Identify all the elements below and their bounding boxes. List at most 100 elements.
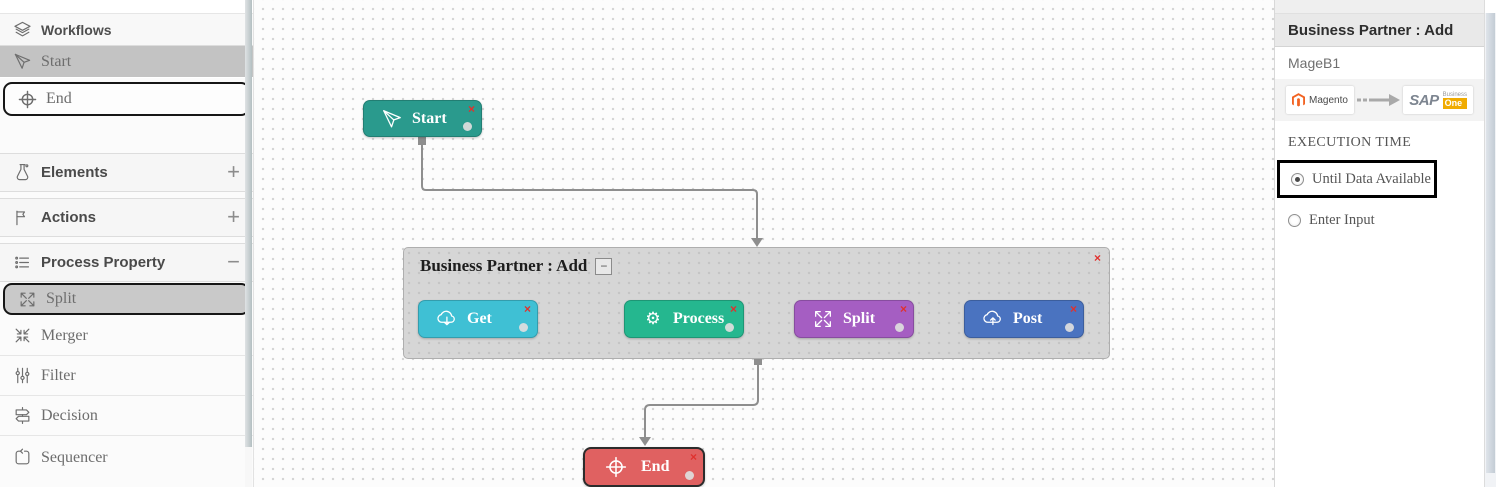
node-label: Post xyxy=(1013,310,1043,327)
sidebar-item-start[interactable]: Start xyxy=(0,46,253,78)
sidebar-item-sequencer[interactable]: Sequencer xyxy=(0,436,253,479)
sequencer-loop-icon xyxy=(12,448,32,468)
paper-plane-icon xyxy=(12,52,32,72)
magento-icon xyxy=(1292,92,1305,106)
cloud-upload-icon xyxy=(982,308,1004,330)
workflows-header[interactable]: Workflows xyxy=(0,14,253,46)
magento-label: Magento xyxy=(1309,94,1348,106)
sap-business-one-logo: SAP Business One xyxy=(1403,86,1473,114)
node-label: Get xyxy=(467,310,492,327)
sidebar-item-label: Merger xyxy=(41,326,88,344)
delete-node-icon[interactable]: × xyxy=(467,102,475,116)
node-split[interactable]: Split × xyxy=(794,300,914,338)
radio-icon[interactable] xyxy=(1288,214,1301,227)
merge-arrows-icon xyxy=(12,326,32,346)
expand-icon[interactable]: + xyxy=(227,203,240,229)
node-label: End xyxy=(641,458,670,475)
delete-node-icon[interactable]: × xyxy=(1069,302,1077,316)
sidebar-item-merger[interactable]: Merger xyxy=(0,316,253,356)
sidebar-item-end[interactable]: End xyxy=(3,82,250,116)
node-process[interactable]: ⚙ Process × xyxy=(624,300,744,338)
group-title: Business Partner : Add xyxy=(420,256,588,275)
section-actions[interactable]: Actions + xyxy=(0,198,253,237)
sidebar-scrollbar[interactable] xyxy=(245,0,252,487)
sidebar-top-strip xyxy=(0,0,253,14)
filter-sliders-icon xyxy=(12,366,32,386)
list-icon xyxy=(12,253,32,273)
section-label: Actions xyxy=(41,209,97,226)
radio-label: Until Data Available xyxy=(1312,170,1431,187)
execution-time-label: EXECUTION TIME xyxy=(1288,135,1412,150)
sap-one-label: One xyxy=(1442,97,1467,109)
connections-layer xyxy=(418,137,1100,446)
node-port[interactable] xyxy=(463,122,472,131)
radio-enter-input[interactable]: Enter Input xyxy=(1288,212,1484,229)
connection-name: MageB1 xyxy=(1288,55,1341,71)
target-icon xyxy=(605,456,627,478)
section-label: Process Property xyxy=(41,254,166,271)
scrollbar-corner xyxy=(1485,0,1496,13)
connection-start-to-group[interactable] xyxy=(418,137,763,247)
layers-icon xyxy=(12,20,32,40)
group-business-partner-add[interactable]: Business Partner : Add − × Get × ⚙ Proce… xyxy=(403,247,1110,359)
sidebar-scrollbar-thumb[interactable] xyxy=(245,0,252,447)
node-label: Process xyxy=(673,310,725,327)
split-arrows-icon xyxy=(812,308,834,330)
radio-label: Enter Input xyxy=(1309,212,1375,228)
node-post[interactable]: Post × xyxy=(964,300,1084,338)
sidebar-item-label: Sequencer xyxy=(41,448,108,466)
group-title-row: Business Partner : Add − xyxy=(420,256,613,276)
decision-signpost-icon xyxy=(12,406,32,426)
sidebar-item-filter[interactable]: Filter xyxy=(0,356,253,396)
delete-node-icon[interactable]: × xyxy=(689,450,697,464)
sap-label: SAP xyxy=(1409,91,1439,109)
magento-logo: Magento xyxy=(1286,86,1354,114)
sidebar-item-decision[interactable]: Decision xyxy=(0,396,253,436)
sidebar-item-split[interactable]: Split xyxy=(3,283,250,315)
node-label: Split xyxy=(843,310,876,327)
target-icon xyxy=(17,89,37,109)
flag-icon xyxy=(12,208,32,228)
collapse-group-icon[interactable]: − xyxy=(595,257,613,275)
collapse-icon[interactable]: − xyxy=(227,248,240,274)
panel-scrollbar-thumb[interactable] xyxy=(1486,13,1495,473)
node-port[interactable] xyxy=(725,323,734,332)
delete-node-icon[interactable]: × xyxy=(523,302,531,316)
section-label: Elements xyxy=(41,164,108,181)
selected-option-highlight: Until Data Available xyxy=(1277,160,1437,198)
workflow-toolbox-sidebar: Workflows Start End Elements + Actions +… xyxy=(0,0,254,487)
node-start[interactable]: Start × xyxy=(363,100,482,137)
properties-panel: Business Partner : Add MageB1 Magento SA… xyxy=(1274,0,1484,487)
workflow-canvas[interactable]: Start × Business Partner : Add − × Get ×… xyxy=(254,0,1274,487)
delete-group-icon[interactable]: × xyxy=(1093,251,1101,265)
node-port[interactable] xyxy=(895,323,904,332)
workflows-label: Workflows xyxy=(41,21,112,38)
node-get[interactable]: Get × xyxy=(418,300,538,338)
panel-scrollbar[interactable] xyxy=(1484,0,1496,487)
flask-icon xyxy=(12,163,32,183)
panel-title: Business Partner : Add xyxy=(1275,14,1484,47)
sidebar-item-label: Decision xyxy=(41,406,98,424)
sidebar-item-label: Start xyxy=(41,52,72,70)
radio-until-data-available[interactable]: Until Data Available xyxy=(1291,171,1431,188)
transfer-arrow-icon xyxy=(1356,94,1400,106)
connection-group-to-end[interactable] xyxy=(639,357,762,446)
delete-node-icon[interactable]: × xyxy=(899,302,907,316)
panel-top-strip xyxy=(1275,0,1484,14)
sap-business-label: Business xyxy=(1442,91,1467,98)
section-process-property[interactable]: Process Property − xyxy=(0,243,253,282)
paper-plane-icon xyxy=(381,108,403,130)
node-end[interactable]: End × xyxy=(583,447,705,487)
node-port[interactable] xyxy=(1065,323,1074,332)
expand-icon[interactable]: + xyxy=(227,158,240,184)
section-elements[interactable]: Elements + xyxy=(0,153,253,192)
node-port[interactable] xyxy=(685,471,694,480)
delete-node-icon[interactable]: × xyxy=(729,302,737,316)
node-port[interactable] xyxy=(519,323,528,332)
node-label: Start xyxy=(412,109,447,127)
sidebar-spacer xyxy=(0,116,253,153)
sidebar-item-label: Split xyxy=(46,290,77,307)
radio-icon[interactable] xyxy=(1291,172,1304,186)
integration-apps-row: Magento SAP Business One xyxy=(1275,79,1484,121)
cloud-download-icon xyxy=(436,308,458,330)
